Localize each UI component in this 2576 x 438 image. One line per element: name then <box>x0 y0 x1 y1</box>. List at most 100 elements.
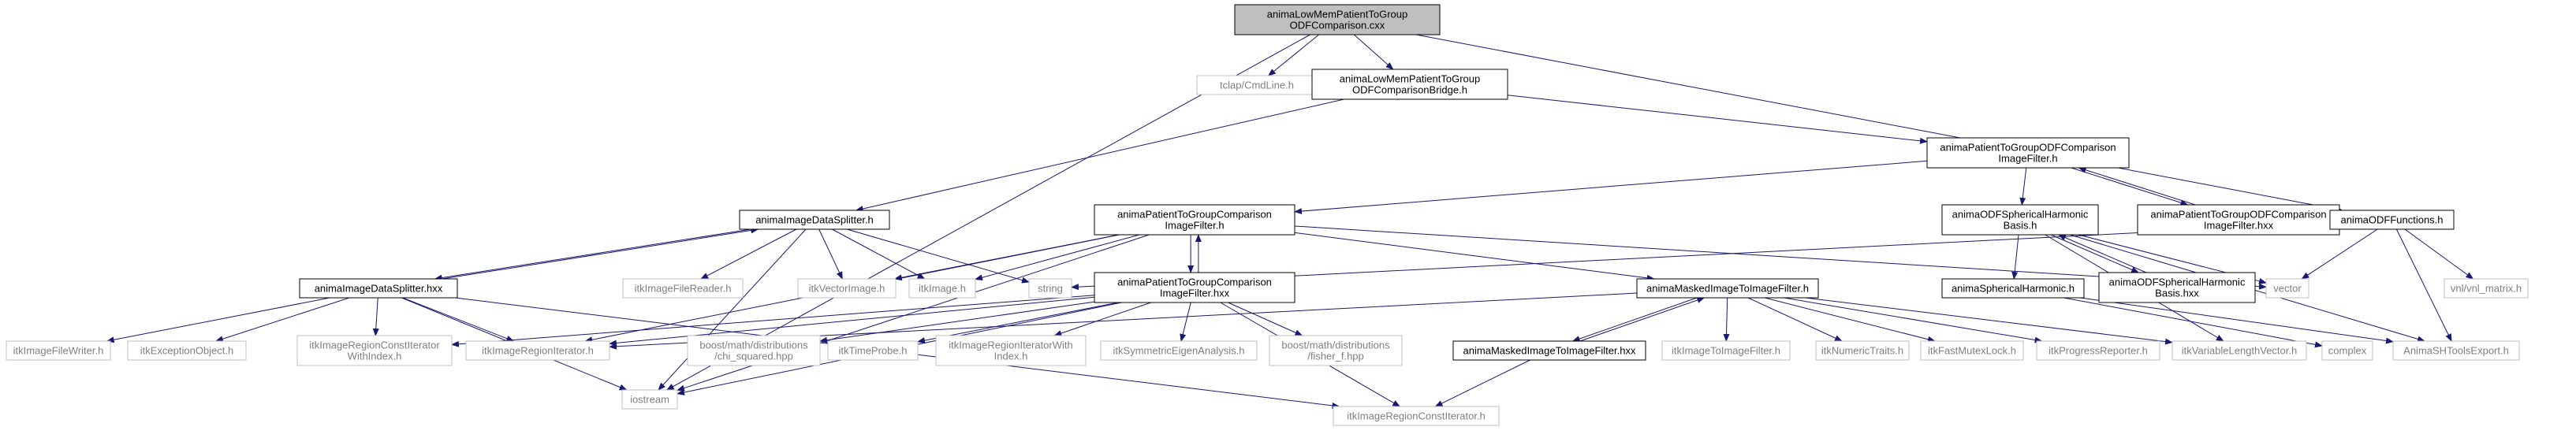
node-box-symeigen <box>1100 340 1258 361</box>
edge-root-to-bridge <box>1353 34 1394 70</box>
node-box-vnl <box>2444 278 2529 299</box>
node-label-regioniteridx-line-1: itkImageRegionIteratorWith <box>949 340 1073 351</box>
node-root[interactable]: animaLowMemPatientToGroupODFComparison.c… <box>1234 4 1441 35</box>
node-shtools: AnimaSHToolsExport.h <box>2392 340 2520 361</box>
node-vnl: vnl/vnl_matrix.h <box>2444 278 2529 299</box>
node-box-filewriter <box>6 340 111 361</box>
node-box-ptgcmphxx <box>1094 272 1295 303</box>
edge-maskedhxx-to-masked <box>1579 297 1706 342</box>
node-box-progress <box>2036 340 2160 361</box>
node-label-fisher-line-1: boost/math/distributions <box>1281 340 1390 351</box>
node-label-symeigen-line-1: itkSymmetricEigenAnalysis.h <box>1113 345 1245 357</box>
node-masked[interactable]: animaMaskedImageToImageFilter.h <box>1636 278 1819 299</box>
edge-ptgcmp-to-masked <box>1294 232 1655 281</box>
node-exception: itkExceptionObject.h <box>127 340 247 361</box>
node-iostream: iostream <box>621 389 678 410</box>
node-label-splitterhxx-line-1: animaImageDataSplitter.hxx <box>315 283 443 295</box>
node-spherical[interactable]: animaSphericalHarmonic.h <box>1941 278 2085 299</box>
node-label-regionconst-line-1: itkImageRegionConstIterator.h <box>1347 410 1486 422</box>
edge-root-to-odffunc <box>1415 34 2343 213</box>
node-box-regionconstidx <box>296 335 453 366</box>
node-label-imgtoimg-line-1: itkImageToImageFilter.h <box>1672 345 1780 357</box>
node-label-spherical-line-1: animaSphericalHarmonic.h <box>1952 283 2075 295</box>
edge-splitterhxx-to-regioniter <box>402 297 515 342</box>
node-label-regioniteridx-line-2: Index.h <box>994 351 1028 362</box>
edge-odfsh-to-spherical <box>2011 234 2019 280</box>
node-label-regionconstidx-line-1: itkImageRegionConstIterator <box>309 340 440 351</box>
edge-masked-to-imgtoimg <box>1723 297 1730 342</box>
edge-maskedhxx-to-regionconst <box>1434 359 1530 407</box>
node-box-root <box>1234 4 1441 35</box>
node-label-root-line-2: ODFComparison.cxx <box>1290 20 1385 32</box>
node-timeprobe: itkTimeProbe.h <box>827 340 919 361</box>
edge-root-to-tclap <box>1267 34 1319 76</box>
node-box-regioniter <box>465 340 610 361</box>
edge-odffunc-to-shtools <box>2395 228 2452 342</box>
edge-splitterhxx-to-splitter <box>442 227 759 280</box>
node-splitterhxx[interactable]: animaImageDataSplitter.hxx <box>299 278 458 299</box>
node-label-mutex-line-1: itkFastMutexLock.h <box>1928 345 2016 357</box>
node-label-exception-line-1: itkExceptionObject.h <box>140 345 234 357</box>
node-label-iostream-line-1: iostream <box>630 394 669 406</box>
node-label-string-line-1: string <box>1038 283 1063 295</box>
edge-splitter-to-vectorimage <box>818 228 843 280</box>
node-box-imgtoimg <box>1661 340 1791 361</box>
edge-ptgcmphxx-to-chisq <box>819 301 1095 343</box>
node-label-odfsh-line-1: animaODFSphericalHarmonic <box>1952 209 2089 221</box>
node-progress: itkProgressReporter.h <box>2036 340 2160 361</box>
node-label-regionconstidx-line-2: WithIndex.h <box>348 351 402 362</box>
edges-layer <box>106 34 2474 409</box>
node-label-numeric-line-1: itkNumericTraits.h <box>1821 345 1903 357</box>
node-label-ptgcmp-line-1: animaPatientToGroupComparison <box>1117 209 1272 221</box>
node-label-complex-line-1: complex <box>2328 345 2367 357</box>
edge-odfshhxx-to-odfsh <box>2057 234 2147 273</box>
node-string: string <box>1028 278 1072 299</box>
node-bridge[interactable]: animaLowMemPatientToGroupODFComparisonBr… <box>1311 69 1508 100</box>
node-box-splitter <box>739 210 890 230</box>
node-odffunc[interactable]: animaODFFunctions.h <box>2329 210 2455 230</box>
node-splitter[interactable]: animaImageDataSplitter.h <box>739 210 890 230</box>
node-vector: vector <box>2265 278 2309 299</box>
node-label-bridge-line-2: ODFComparisonBridge.h <box>1352 84 1467 96</box>
edge-spherical-to-complex <box>2063 297 2323 348</box>
node-label-ptgodf-line-1: animaPatientToGroupODFComparison <box>1940 142 2116 154</box>
node-box-iostream <box>621 389 678 410</box>
node-box-chisq <box>687 335 821 366</box>
edge-splitter-to-itkimage <box>832 228 926 280</box>
edge-splitter-to-filereader <box>700 228 797 280</box>
node-label-vector-line-1: vector <box>2273 283 2302 295</box>
node-label-ptgodfhxx-line-1: animaPatientToGroupODFComparison <box>2150 209 2326 221</box>
node-box-timeprobe <box>827 340 919 361</box>
edge-masked-to-varlen <box>1805 297 2173 345</box>
edge-masked-to-progress <box>1784 297 2043 343</box>
edge-bridge-to-splitter <box>855 98 1344 212</box>
node-label-masked-line-1: animaMaskedImageToImageFilter.h <box>1646 283 1809 295</box>
node-box-maskedhxx <box>1452 340 1646 361</box>
node-ptgcmphxx[interactable]: animaPatientToGroupComparisonImageFilter… <box>1094 272 1295 303</box>
node-box-mutex <box>1920 340 2024 361</box>
node-box-spherical <box>1941 278 2085 299</box>
node-label-regioniter-line-1: itkImageRegionIterator.h <box>482 345 594 357</box>
node-ptgodfhxx[interactable]: animaPatientToGroupODFComparisonImageFil… <box>2137 204 2340 236</box>
edge-ptgcmphxx-to-symeigen <box>1180 302 1191 342</box>
edge-splitter-to-iostream <box>658 228 807 391</box>
node-regionconst: itkImageRegionConstIterator.h <box>1333 406 1500 426</box>
node-maskedhxx[interactable]: animaMaskedImageToImageFilter.hxx <box>1452 340 1646 361</box>
node-label-itkimage-line-1: itkImage.h <box>919 283 966 295</box>
edge-ptgcmphxx-to-fisher <box>1228 302 1303 336</box>
edge-odfsh-to-odfshhxx <box>2050 234 2140 273</box>
node-tclap: tclap/CmdLine.h <box>1196 75 1318 95</box>
node-box-bridge <box>1311 69 1508 100</box>
node-ptgcmp[interactable]: animaPatientToGroupComparisonImageFilter… <box>1094 204 1295 236</box>
node-imgtoimg: itkImageToImageFilter.h <box>1661 340 1791 361</box>
node-ptgodf[interactable]: animaPatientToGroupODFComparisonImageFil… <box>1926 137 2130 169</box>
edge-masked-to-mutex <box>1764 297 1936 343</box>
node-label-chisq-line-1: boost/math/distributions <box>699 340 808 351</box>
node-label-odfsh-line-2: Basis.h <box>2004 220 2037 232</box>
node-box-varlen <box>2172 340 2307 361</box>
